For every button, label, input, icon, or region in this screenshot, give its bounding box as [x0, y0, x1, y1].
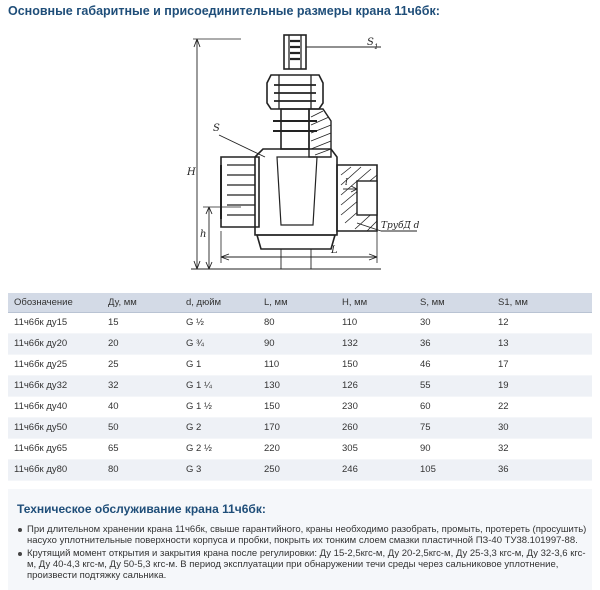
table-cell: 105	[414, 459, 492, 481]
table-cell: 25	[102, 354, 180, 376]
table-cell: 90	[414, 438, 492, 460]
column-header: S1, мм	[492, 293, 592, 313]
column-header: Ду, мм	[102, 293, 180, 313]
table-cell: G 2	[180, 417, 258, 439]
table-cell: 11ч6бк ду65	[8, 438, 102, 460]
table-cell: G 1	[180, 354, 258, 376]
table-cell: 11ч6бк ду32	[8, 375, 102, 397]
table-cell: 90	[258, 333, 336, 355]
table-cell: 22	[492, 396, 592, 418]
table-cell: 11ч6бк ду40	[8, 396, 102, 418]
table-cell: 132	[336, 333, 414, 355]
table-cell: 150	[258, 396, 336, 418]
table-cell: 75	[414, 417, 492, 439]
table-cell: G ½	[180, 312, 258, 334]
page-title: Основные габаритные и присоединительные …	[8, 4, 440, 18]
column-header: d, дюйм	[180, 293, 258, 313]
table-cell: G 3	[180, 459, 258, 481]
maintenance-title: Техническое обслуживание крана 11ч6бк:	[17, 502, 266, 516]
table-cell: G 1 ¼	[180, 375, 258, 397]
table-cell: 36	[414, 333, 492, 355]
table-cell: 12	[492, 312, 592, 334]
dimensions-table: Обозначение Ду, мм d, дюйм L, мм H, мм S…	[8, 293, 592, 481]
list-item: Крутящий момент открытия и закрытия кран…	[17, 548, 590, 582]
table-cell: G 1 ½	[180, 396, 258, 418]
table-cell: 11ч6бк ду50	[8, 417, 102, 439]
table-cell: 260	[336, 417, 414, 439]
table-cell: 46	[414, 354, 492, 376]
table-cell: G ¾	[180, 333, 258, 355]
table-cell: 30	[492, 417, 592, 439]
table-cell: 80	[258, 312, 336, 334]
label-l: l	[345, 178, 348, 188]
column-header: H, мм	[336, 293, 414, 313]
label-H: H	[186, 167, 196, 178]
table-cell: 32	[102, 375, 180, 397]
table-cell: 11ч6бк ду15	[8, 312, 102, 334]
table-cell: 11ч6бк ду25	[8, 354, 102, 376]
table-cell: 150	[336, 354, 414, 376]
table-cell: 230	[336, 396, 414, 418]
table-cell: 80	[102, 459, 180, 481]
table-cell: 30	[414, 312, 492, 334]
table-cell: 36	[492, 459, 592, 481]
label-s1-sub: 1	[374, 43, 378, 51]
list-item: При длительном хранении крана 11ч6бк, св…	[17, 524, 590, 547]
label-L: L	[330, 245, 338, 256]
label-pipe: ТрубД d	[381, 220, 420, 231]
label-s1: S	[367, 37, 374, 48]
table-cell: 19	[492, 375, 592, 397]
table-cell: 246	[336, 459, 414, 481]
table-cell: 13	[492, 333, 592, 355]
column-header: S, мм	[414, 293, 492, 313]
table-cell: 50	[102, 417, 180, 439]
table-cell: 220	[258, 438, 336, 460]
table-cell: 110	[258, 354, 336, 376]
maintenance-section	[8, 489, 592, 590]
table-cell: 305	[336, 438, 414, 460]
table-cell: 126	[336, 375, 414, 397]
label-h: h	[200, 229, 206, 240]
table-cell: 40	[102, 396, 180, 418]
table-cell: G 2 ½	[180, 438, 258, 460]
table-cell: 11ч6бк ду20	[8, 333, 102, 355]
column-header: Обозначение	[8, 293, 102, 313]
table-cell: 17	[492, 354, 592, 376]
table-cell: 130	[258, 375, 336, 397]
table-cell: 110	[336, 312, 414, 334]
table-cell: 20	[102, 333, 180, 355]
valve-drawing: S 1 S H h l L ТрубД d	[181, 25, 421, 277]
table-cell: 32	[492, 438, 592, 460]
table-cell: 250	[258, 459, 336, 481]
table-cell: 60	[414, 396, 492, 418]
table-cell: 170	[258, 417, 336, 439]
column-header: L, мм	[258, 293, 336, 313]
maintenance-list: При длительном хранении крана 11ч6бк, св…	[17, 524, 590, 582]
table-cell: 11ч6бк ду80	[8, 459, 102, 481]
table-cell: 65	[102, 438, 180, 460]
table-cell: 15	[102, 312, 180, 334]
table-header-row: Обозначение Ду, мм d, дюйм L, мм H, мм S…	[8, 293, 592, 313]
table-cell: 55	[414, 375, 492, 397]
label-s: S	[213, 123, 220, 134]
